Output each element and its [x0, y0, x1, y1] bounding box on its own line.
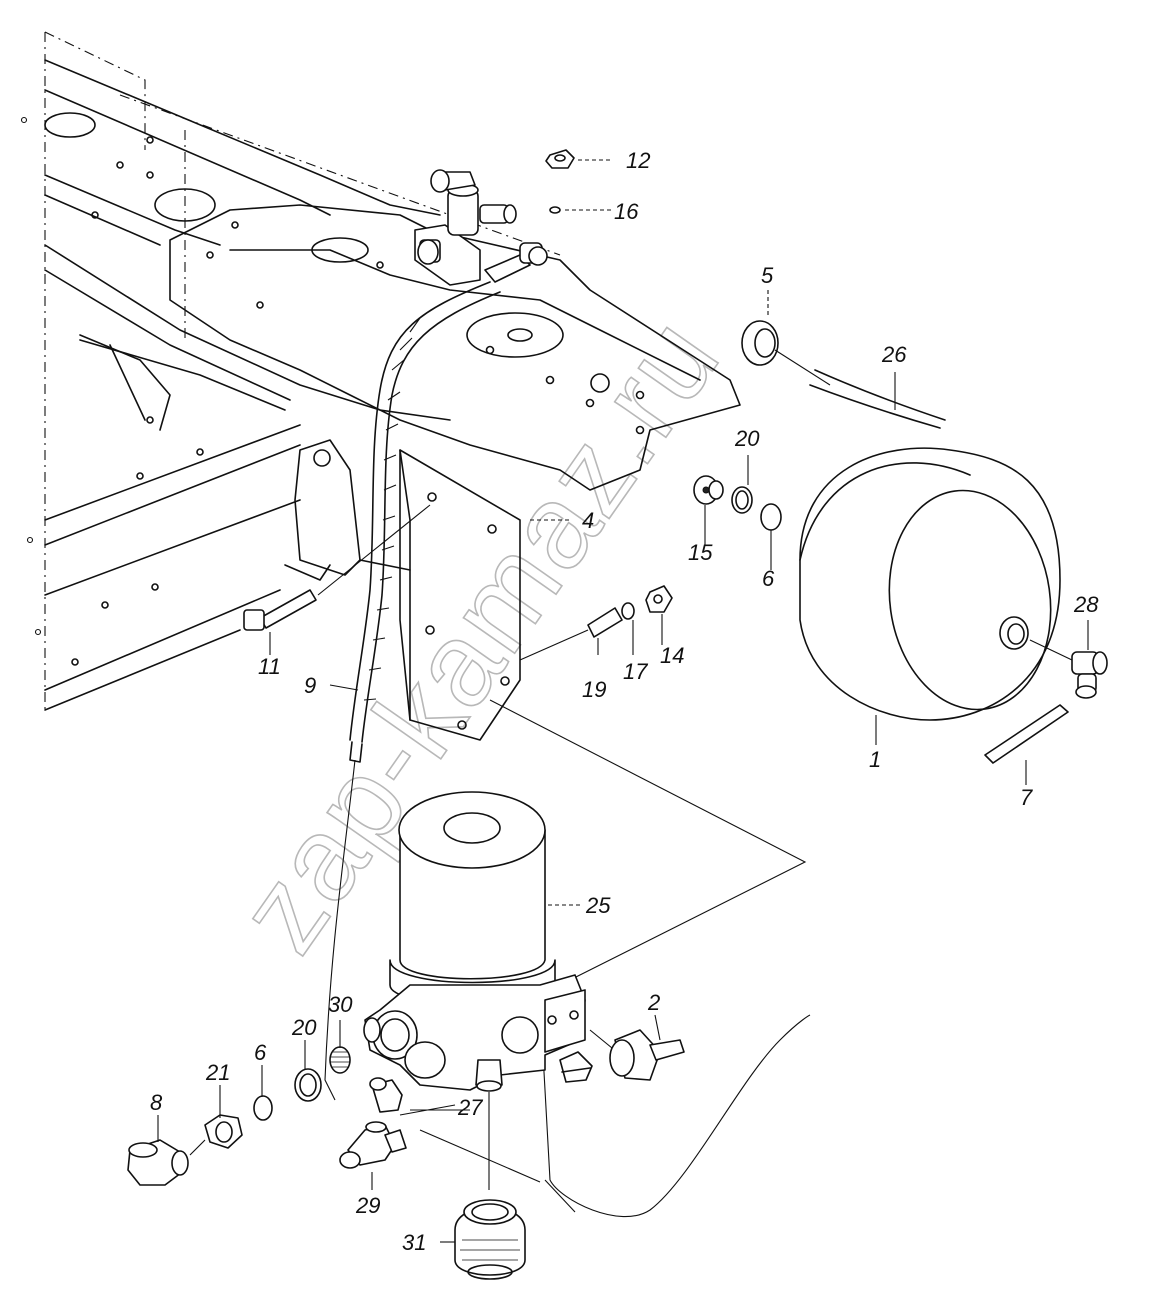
filter-30: [329, 1046, 351, 1074]
callout-30: 30: [328, 992, 353, 1017]
callout-17: 17: [623, 659, 648, 684]
callout-9: 9: [304, 673, 316, 698]
air-dryer-25: [363, 791, 593, 1190]
callout-27: 27: [457, 1095, 483, 1120]
tee-fitting-29: [339, 1121, 407, 1169]
callout-12: 12: [626, 148, 650, 173]
callout-26: 26: [881, 342, 907, 367]
callout-31: 31: [402, 1230, 426, 1255]
callout-28: 28: [1073, 592, 1099, 617]
seal-ring-6-top: [760, 503, 782, 531]
seal-ring-20-top: [731, 486, 753, 514]
seal-ring-6-bottom: [253, 1095, 273, 1121]
callout-25: 25: [585, 893, 611, 918]
callout-20-bottom: 20: [291, 1015, 317, 1040]
valve-block-top: [414, 169, 548, 286]
seal-ring-20-bottom: [294, 1068, 322, 1102]
washer-17: [621, 602, 635, 620]
hose-9: [349, 281, 501, 763]
tube-7: [984, 704, 1069, 764]
callout-1: 1: [869, 747, 881, 772]
chassis-frame: [20, 31, 741, 711]
pin-19: [519, 607, 623, 661]
nut-21: [204, 1114, 243, 1149]
receiver-tank-1: [799, 447, 1061, 721]
callout-7: 7: [1020, 785, 1033, 810]
callout-20-top: 20: [734, 426, 760, 451]
fitting-27: [369, 1077, 470, 1113]
nut-14: [645, 585, 673, 613]
callout-2: 2: [647, 990, 660, 1015]
callout-16: 16: [614, 199, 639, 224]
callout-14: 14: [660, 643, 684, 668]
bolt-11: [243, 504, 431, 631]
callout-5: 5: [761, 263, 774, 288]
elbow-fitting-8: [127, 1139, 206, 1186]
callout-29: 29: [355, 1193, 380, 1218]
nut-12: [545, 149, 575, 169]
plug-5: [741, 320, 831, 386]
callout-19: 19: [582, 677, 606, 702]
callout-8: 8: [150, 1090, 163, 1115]
elbow-fitting-28: [1029, 639, 1108, 699]
leader-lines: [157, 159, 1089, 1243]
callout-6-bottom: 6: [254, 1040, 267, 1065]
washer-16: [549, 206, 561, 214]
callout-6-top: 6: [762, 566, 775, 591]
callout-4: 4: [582, 508, 594, 533]
callout-labels: 12 16 5 26 20 4 15 6 28 11 9 19 17 14 1 …: [150, 148, 1099, 1255]
tube-26: [809, 369, 946, 429]
silencer-31: [454, 1199, 526, 1280]
fitting-15: [693, 475, 724, 505]
callout-15: 15: [688, 540, 713, 565]
elbow-fitting-2: [589, 1029, 685, 1081]
callout-21: 21: [205, 1060, 230, 1085]
callout-11: 11: [258, 654, 281, 679]
pipe-lines: [324, 699, 811, 1218]
